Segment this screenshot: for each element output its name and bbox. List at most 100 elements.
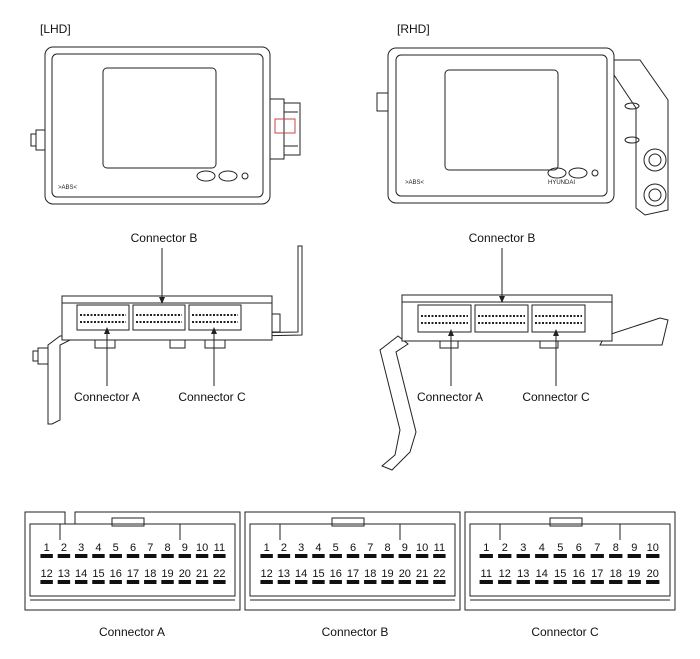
lhd-abs-marking: >ABS< <box>58 185 78 191</box>
pin-contact <box>277 580 291 584</box>
rhd-connector-b-label: Connector B <box>469 231 536 245</box>
rhd-connector-a-label: Connector A <box>417 390 483 404</box>
pin-label: 15 <box>554 568 566 580</box>
pin-contact <box>609 554 623 558</box>
pin-label: 3 <box>298 542 304 554</box>
pin-label: 18 <box>144 568 156 580</box>
connector-a-caption: Connector A <box>99 625 165 639</box>
pin-contact <box>312 554 325 558</box>
pin-label: 5 <box>333 542 339 554</box>
pin-label: 6 <box>576 542 582 554</box>
pin-contact <box>381 554 394 558</box>
pin-label: 16 <box>110 568 122 580</box>
pin-contact <box>415 554 429 558</box>
pin-label: 18 <box>610 568 622 580</box>
pin-label: 9 <box>182 542 188 554</box>
pin-contact <box>213 554 226 558</box>
pin-contact <box>92 580 105 584</box>
pin-contact <box>572 554 586 558</box>
pin-label: 2 <box>281 542 287 554</box>
pin-label: 14 <box>295 568 307 580</box>
pin-label: 17 <box>591 568 603 580</box>
pin-contact <box>161 580 174 584</box>
rhd-connector-c-label: Connector C <box>522 390 590 404</box>
pin-label: 6 <box>350 542 356 554</box>
pin-contact <box>590 554 604 558</box>
pin-contact <box>646 580 660 584</box>
pin-contact <box>433 580 446 584</box>
pin-contact <box>535 580 549 584</box>
pin-contact <box>498 554 512 558</box>
pin-contact <box>57 554 71 558</box>
pin-contact <box>40 580 53 584</box>
pin-label: 2 <box>502 542 508 554</box>
pin-label: 13 <box>278 568 290 580</box>
pin-label: 18 <box>364 568 376 580</box>
pin-label: 17 <box>127 568 139 580</box>
pin-contact <box>40 554 53 558</box>
pin-contact <box>627 580 641 584</box>
pin-label: 10 <box>196 542 208 554</box>
pin-label: 12 <box>41 568 53 580</box>
pin-label: 9 <box>402 542 408 554</box>
pin-contact <box>553 554 567 558</box>
pin-label: 7 <box>594 542 600 554</box>
rhd-pin-rows <box>421 315 582 324</box>
lhd-connector-c-label: Connector C <box>178 390 246 404</box>
pin-contact <box>381 580 394 584</box>
pin-contact <box>479 554 493 558</box>
pin-label: 11 <box>481 568 492 580</box>
lhd-unit-front-view <box>32 245 303 425</box>
lhd-connector-a-label: Connector A <box>74 390 140 404</box>
pin-contact <box>195 580 209 584</box>
pin-contact <box>415 580 429 584</box>
pin-label: 13 <box>58 568 70 580</box>
pin-label: 6 <box>130 542 136 554</box>
pin-contact <box>398 554 412 558</box>
pin-label: 4 <box>95 542 101 554</box>
pin-label: 15 <box>312 568 324 580</box>
pin-contact <box>294 554 308 558</box>
pin-contact <box>646 554 660 558</box>
pin-contact <box>398 580 412 584</box>
pin-contact <box>178 554 192 558</box>
pin-contact <box>346 580 360 584</box>
pin-label: 14 <box>75 568 87 580</box>
pin-label: 7 <box>367 542 373 554</box>
rhd-unit-top-view: HYUNDAI >ABS< <box>376 47 669 216</box>
pin-contact <box>479 580 493 584</box>
pin-label: 15 <box>92 568 104 580</box>
pin-label: 14 <box>536 568 548 580</box>
pin-contact <box>364 580 377 584</box>
pin-label: 8 <box>384 542 390 554</box>
pin-label: 5 <box>113 542 119 554</box>
pin-label: 21 <box>416 568 428 580</box>
pin-label: 9 <box>631 542 637 554</box>
rhd-bracket-marking: HYUNDAI <box>548 180 575 186</box>
pin-label: 11 <box>434 542 445 554</box>
pin-label: 1 <box>264 542 270 554</box>
pin-contact <box>294 580 308 584</box>
pin-label: 16 <box>573 568 585 580</box>
pin-label: 22 <box>213 568 225 580</box>
pin-contact <box>553 580 567 584</box>
pin-contact <box>516 554 530 558</box>
pin-contact <box>213 580 226 584</box>
rhd-abs-marking: >ABS< <box>405 180 425 186</box>
pin-label: 5 <box>557 542 563 554</box>
pin-label: 16 <box>330 568 342 580</box>
pin-contact <box>74 554 88 558</box>
lhd-unit-top-view: >ABS< <box>30 46 301 205</box>
pin-contact <box>346 554 360 558</box>
lhd-label: [LHD] <box>40 22 71 36</box>
connector-b-caption: Connector B <box>322 625 389 639</box>
connector-c-caption: Connector C <box>531 625 599 639</box>
pin-contact <box>92 554 105 558</box>
pin-label: 11 <box>214 542 225 554</box>
pin-label: 19 <box>381 568 393 580</box>
pin-contact <box>109 554 122 558</box>
rhd-unit-front-view <box>379 294 669 471</box>
pin-contact <box>609 580 623 584</box>
